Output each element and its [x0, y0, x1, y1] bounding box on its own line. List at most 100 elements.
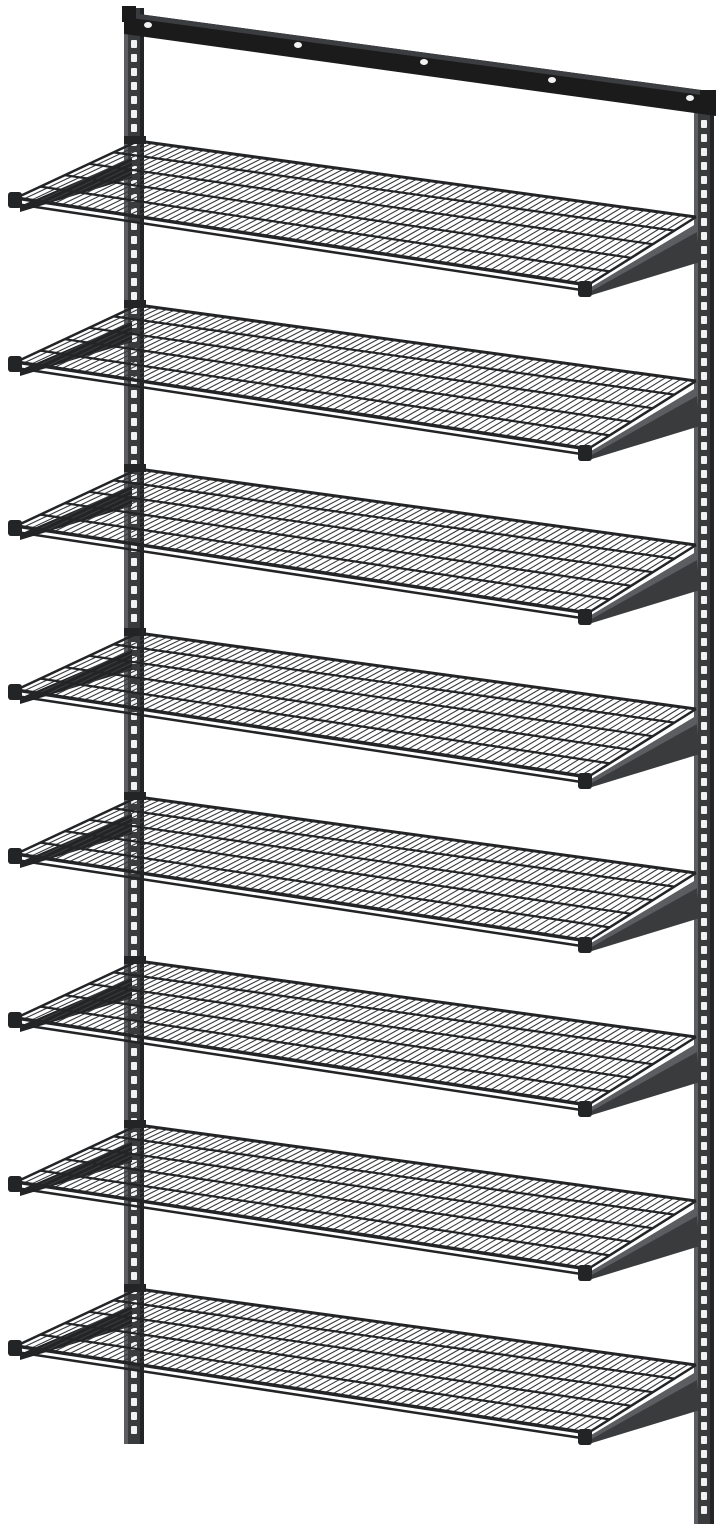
shelf-long-wire [64, 174, 632, 259]
right-upright-edge [694, 96, 698, 1524]
shelf-left-edge [15, 139, 139, 200]
left-upright-slot [131, 1230, 137, 1238]
shelf-long-wire [113, 643, 675, 724]
right-upright-slot [701, 1198, 707, 1206]
shelf-back-rail [137, 959, 697, 1039]
right-upright-slot [701, 1394, 707, 1402]
shelf-left-clip [124, 792, 146, 800]
shelf-right-edge [587, 543, 697, 615]
right-upright-slot [701, 806, 707, 814]
right-upright-slot [701, 596, 707, 604]
left-upright-slot [131, 768, 137, 776]
right-upright-slot [701, 778, 707, 786]
left-upright-slot [131, 1258, 137, 1266]
right-upright-slot [701, 1380, 707, 1388]
shelf-long-wire [113, 479, 675, 560]
right-upright-slot [701, 568, 707, 576]
right-upright-slot [701, 1114, 707, 1122]
left-upright-slot [131, 124, 137, 132]
shelf-front-lower-rail [15, 366, 589, 457]
right-shelf-bracket-edge [588, 1208, 697, 1277]
right-upright-slot [701, 666, 707, 674]
shelf-back-rail [137, 631, 697, 711]
left-upright-slot [131, 110, 137, 118]
shelf-long-wire [113, 1135, 675, 1216]
right-upright-slot [701, 918, 707, 926]
right-upright-slot [701, 316, 707, 324]
right-upright-slot [701, 1338, 707, 1346]
shelf-left-end-cap [8, 520, 22, 536]
right-upright-slot [701, 1030, 707, 1038]
shelf-left-end-cap [8, 356, 22, 372]
right-upright-slot [701, 708, 707, 716]
right-upright-slot [701, 1268, 707, 1276]
right-upright-slot [701, 932, 707, 940]
shelf-front-rail [15, 688, 589, 779]
shelf-left-clip [124, 136, 146, 144]
left-upright-slot [131, 334, 137, 342]
shelf-right-edge [587, 1363, 697, 1435]
left-shelf-bracket [20, 486, 132, 540]
shelf-long-wire [64, 1322, 632, 1407]
right-upright-slot [701, 750, 707, 758]
shelf-right-edge [587, 871, 697, 943]
right-upright-slot [701, 442, 707, 450]
shelf-back-rail [137, 467, 697, 547]
top-hanging-rail [122, 6, 716, 116]
right-upright-slot [701, 764, 707, 772]
right-upright-slot [701, 498, 707, 506]
left-upright-slot [131, 614, 137, 622]
top-rail-left-cap [122, 6, 136, 22]
shelf-front-lower-rail [15, 1350, 589, 1441]
shelf-long-wire [64, 1158, 632, 1243]
left-upright-slot [131, 432, 137, 440]
left-upright-slot [131, 1384, 137, 1392]
left-upright-slot [131, 250, 137, 258]
right-shelf-bracket-edge [588, 1372, 697, 1441]
right-upright-slot [701, 274, 707, 282]
shelf-long-wire [64, 338, 632, 423]
left-upright-slot [131, 68, 137, 76]
shelf-long-wire [113, 151, 675, 232]
left-upright-slot [131, 572, 137, 580]
left-shelf-bracket [20, 1306, 132, 1360]
shelf-back-rail [137, 1287, 697, 1367]
right-upright-slot [701, 946, 707, 954]
right-upright-slot [701, 736, 707, 744]
shelf-right-end-cap [578, 1101, 592, 1117]
right-upright-slot [701, 820, 707, 828]
left-upright-slot [131, 1090, 137, 1098]
right-upright-slot [701, 1086, 707, 1094]
shelf-long-wire [89, 162, 653, 246]
left-upright-slot [131, 782, 137, 790]
left-upright-slot [131, 390, 137, 398]
shelf-back-rail [137, 303, 697, 383]
left-upright-slot [131, 264, 137, 272]
right-upright-shadow [710, 96, 714, 1524]
shelf-right-end-cap [578, 773, 592, 789]
shelf-right-end-cap [578, 1265, 592, 1281]
left-upright-slot [131, 1104, 137, 1112]
right-upright-slot [701, 1464, 707, 1472]
left-upright-slot [131, 936, 137, 944]
shelf-long-wire [89, 1146, 653, 1230]
top-rail-right-cap [700, 90, 716, 108]
right-upright-slot [701, 162, 707, 170]
shelf-left-end-cap [8, 1340, 22, 1356]
right-upright-slot [701, 190, 707, 198]
shelf-front-lower-rail [15, 1022, 589, 1113]
right-upright-slot [701, 246, 707, 254]
shelf-long-wire [40, 1333, 610, 1421]
shelf-left-clip [124, 956, 146, 964]
right-upright-slot [701, 638, 707, 646]
right-upright-slot [701, 1310, 707, 1318]
left-upright-slot [131, 1370, 137, 1378]
right-upright-slot [701, 526, 707, 534]
right-upright-slot [701, 288, 707, 296]
right-upright-slot [701, 484, 707, 492]
left-upright-slot [131, 1398, 137, 1406]
right-upright-slot [701, 456, 707, 464]
left-shelf-bracket [20, 322, 132, 376]
right-upright-slot [701, 974, 707, 982]
shelf-front-rail [15, 360, 589, 451]
